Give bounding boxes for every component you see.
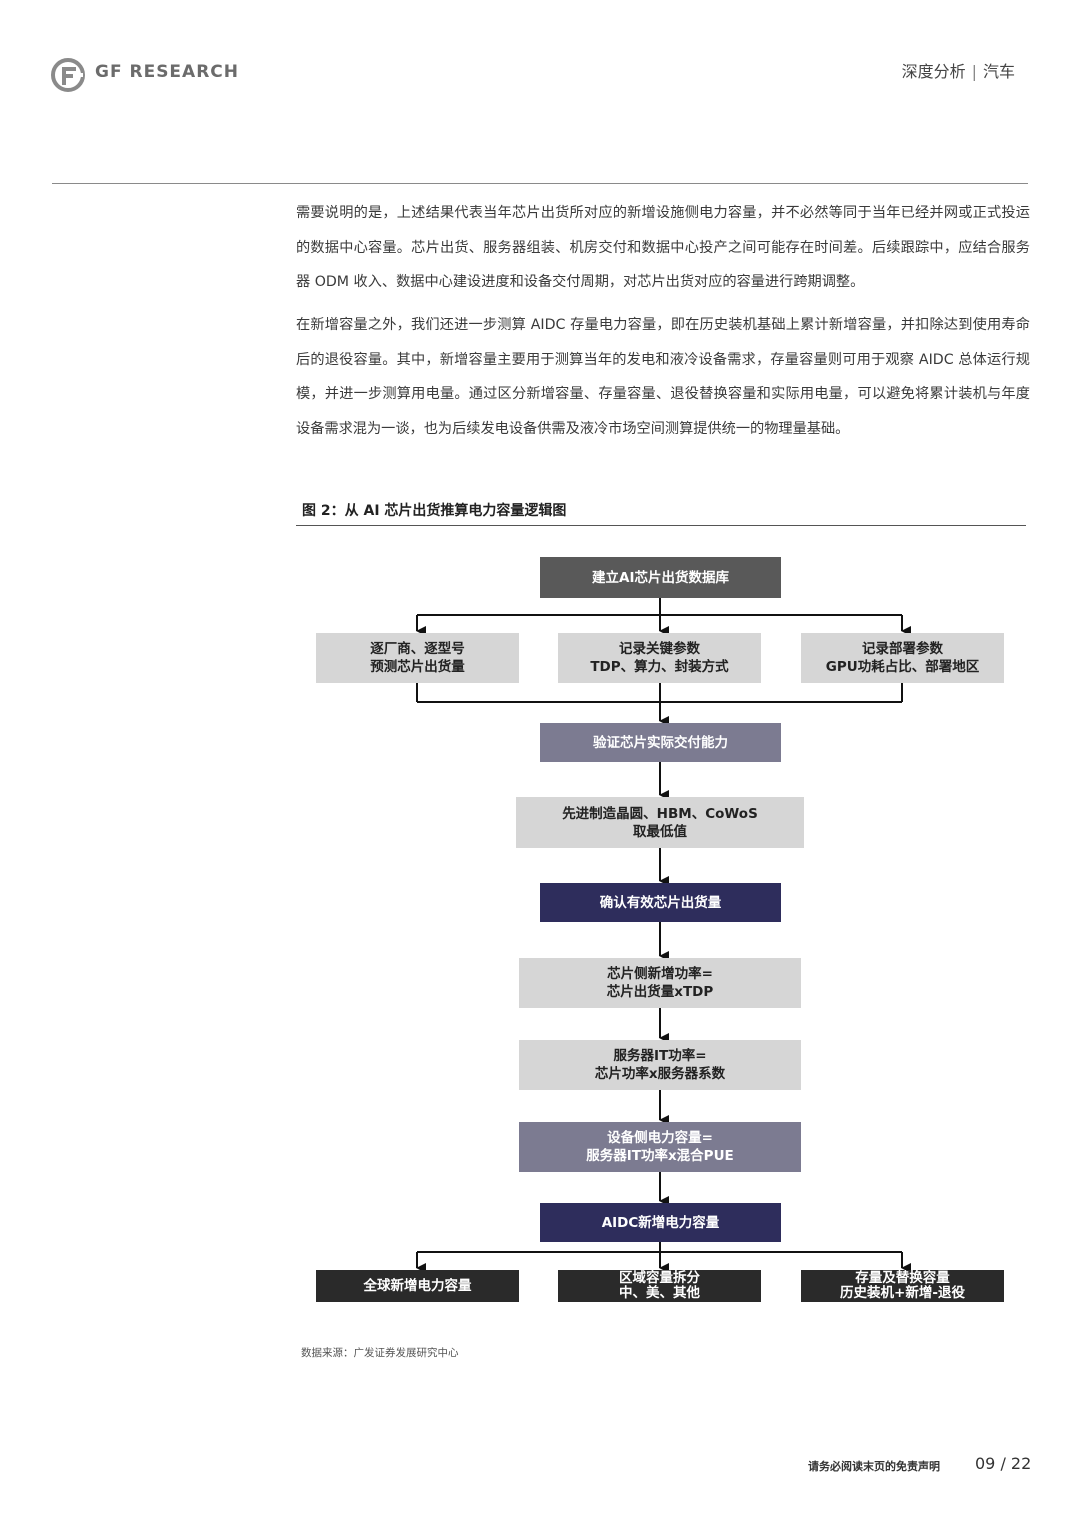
flow-node-regional-split-line-2: 中、美、其他 (619, 1285, 700, 1301)
flow-node-constraint-line-2: 取最低值 (633, 823, 687, 840)
figure-title: 图 2：从 AI 芯片出货推算电力容量逻辑图 (302, 503, 567, 519)
flow-node-effective: 确认有效芯片出货量 (540, 883, 781, 922)
flow-node-stock-replacement-line-2: 历史装机+新增-退役 (840, 1285, 965, 1301)
flow-node-facility-power-line-1: 设备侧电力容量= (607, 1130, 713, 1146)
flow-node-verify-line-1: 验证芯片实际交付能力 (593, 734, 728, 751)
figure-title-rule (296, 525, 1026, 526)
body-paragraph-1: 需要说明的是，上述结果代表当年芯片出货所对应的新增设施侧电力容量，并不必然等同于… (296, 205, 1030, 290)
flow-node-facility-power: 设备侧电力容量= 服务器IT功率x混合PUE (519, 1122, 801, 1172)
flow-node-server-power-line-1: 服务器IT功率= (613, 1048, 707, 1064)
gf-logo-icon (51, 58, 85, 92)
figure-source: 数据来源：广发证券发展研究中心 (301, 1347, 459, 1359)
flow-node-start: 建立AI芯片出货数据库 (540, 557, 781, 598)
flowchart-connectors (416, 598, 911, 1273)
flow-node-start-line-1: 建立AI芯片出货数据库 (592, 569, 729, 586)
flow-node-key-params-line-2: TDP、算力、封装方式 (590, 659, 729, 675)
flow-node-stock-replacement: 存量及替换容量 历史装机+新增-退役 (801, 1270, 1004, 1302)
report-category: 深度分析 | 汽车 (902, 58, 1015, 82)
flow-node-forecast-line-2: 预测芯片出货量 (370, 659, 465, 675)
flow-node-key-params-line-1: 记录关键参数 (619, 641, 700, 657)
flow-node-constraint-line-1: 先进制造晶圆、HBM、CoWoS (562, 805, 758, 822)
flow-node-regional-split-line-1: 区域容量拆分 (619, 1270, 700, 1286)
category-label: 深度分析 (901, 62, 966, 81)
flow-node-facility-power-line-2: 服务器IT功率x混合PUE (586, 1148, 734, 1164)
flow-node-server-power-line-2: 芯片功率x服务器系数 (594, 1066, 726, 1082)
sector-label: 汽车 (982, 62, 1015, 81)
flow-node-deploy-params-line-1: 记录部署参数 (862, 641, 943, 657)
flow-node-chip-power-line-1: 芯片侧新增功率= (607, 966, 713, 982)
flow-node-aidc-line-1: AIDC新增电力容量 (601, 1214, 720, 1231)
flow-node-chip-power: 芯片侧新增功率= 芯片出货量xTDP (519, 958, 801, 1008)
body-paragraph-2: 在新增容量之外，我们还进一步测算 AIDC 存量电力容量，即在历史装机基础上累计… (296, 317, 1030, 437)
flow-node-server-power: 服务器IT功率= 芯片功率x服务器系数 (519, 1040, 801, 1090)
page-number: 09 / 22 (975, 1454, 1032, 1473)
flow-node-stock-replacement-line-1: 存量及替换容量 (855, 1270, 950, 1286)
header-divider (52, 183, 1028, 184)
flow-node-deploy-params: 记录部署参数 GPU功耗占比、部署地区 (801, 633, 1004, 683)
flow-node-constraint: 先进制造晶圆、HBM、CoWoS 取最低值 (516, 797, 804, 848)
flow-node-effective-line-1: 确认有效芯片出货量 (599, 894, 722, 911)
flow-node-forecast: 逐厂商、逐型号 预测芯片出货量 (316, 633, 519, 683)
footer-disclaimer: 请务必阅读末页的免责声明 (808, 1460, 940, 1473)
flow-node-global-capacity: 全球新增电力容量 (316, 1270, 519, 1302)
category-separator: | (971, 62, 977, 81)
flow-node-deploy-params-line-2: GPU功耗占比、部署地区 (825, 659, 980, 675)
flow-node-verify: 验证芯片实际交付能力 (540, 723, 781, 762)
flow-node-regional-split: 区域容量拆分 中、美、其他 (558, 1270, 761, 1302)
flow-node-forecast-line-1: 逐厂商、逐型号 (370, 641, 465, 657)
flow-node-chip-power-line-2: 芯片出货量xTDP (606, 984, 714, 1000)
logo-text: GF RESEARCH (95, 62, 239, 82)
flowchart: 建立AI芯片出货数据库 逐厂商、逐型号 预测芯片出货量 记录关键参数 TDP、算… (296, 540, 1026, 1320)
flow-node-key-params: 记录关键参数 TDP、算力、封装方式 (558, 633, 761, 683)
flow-node-global-capacity-line-1: 全球新增电力容量 (363, 1277, 472, 1294)
flow-node-aidc: AIDC新增电力容量 (540, 1203, 781, 1242)
